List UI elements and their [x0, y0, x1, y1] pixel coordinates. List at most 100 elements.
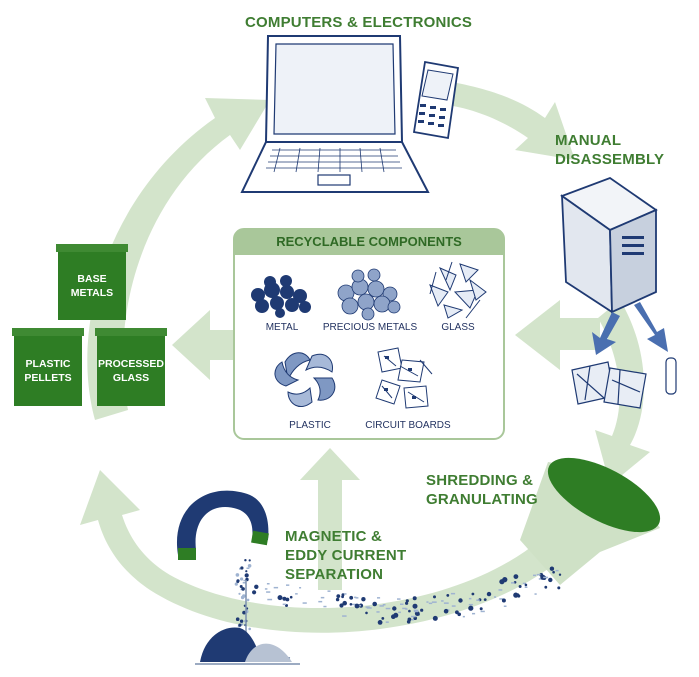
falling-particle: [238, 623, 242, 627]
stream-particle: [555, 569, 559, 572]
stream-particle: [320, 596, 325, 599]
stream-particle: [513, 592, 519, 598]
falling-particle: [241, 587, 245, 591]
falling-particle: [244, 559, 247, 562]
stream-particle: [486, 591, 492, 597]
stream-particle: [479, 607, 483, 611]
stream-particle: [443, 602, 449, 604]
component-label-glass: GLASS: [441, 322, 475, 333]
stream-particle: [441, 600, 444, 602]
stream-particle: [282, 596, 287, 601]
base-metals-box: [56, 244, 128, 320]
output-plastic-pellets-label-line1: PLASTIC: [25, 358, 71, 370]
stream-particle: [344, 593, 347, 595]
stream-particle: [289, 595, 293, 599]
stream-particle: [522, 582, 526, 585]
falling-particle: [242, 610, 247, 615]
stream-particle: [323, 605, 327, 608]
stream-particle: [426, 601, 429, 603]
circuit-boards-icon: [375, 347, 433, 409]
stream-particle: [282, 603, 287, 606]
output-base-metals-label-line2: METALS: [70, 287, 114, 299]
falling-particle: [248, 559, 251, 562]
stream-particle: [397, 598, 401, 600]
stream-particle: [354, 603, 360, 609]
stream-particle: [518, 585, 522, 588]
stream-particle: [480, 610, 485, 613]
disassembly-output-arrows: [592, 302, 668, 355]
stream-particle: [318, 600, 323, 603]
stream-particle: [267, 598, 273, 601]
component-label-circuit-boards: CIRCUIT BOARDS: [365, 420, 451, 431]
components-panel: [233, 228, 505, 440]
stream-particle: [391, 614, 396, 619]
stream-particle: [428, 602, 433, 605]
stream-particle: [385, 621, 389, 623]
stream-particle: [552, 570, 555, 574]
stream-particle: [432, 615, 438, 621]
stage-separation-label-line1: MAGNETIC &: [285, 528, 382, 545]
stage-shredding-label-line1: SHREDDING &: [426, 472, 534, 489]
stream-particle: [524, 583, 528, 587]
stream-particle: [365, 611, 368, 615]
stream-particle: [502, 577, 508, 583]
arrow-top-right: [440, 80, 575, 160]
stream-particle: [468, 597, 472, 600]
computer-tower-icon: [560, 176, 658, 314]
falling-particle: [234, 582, 238, 586]
stream-particle: [335, 597, 340, 602]
stream-particle: [501, 598, 506, 603]
stream-particle: [400, 603, 404, 605]
stream-particle: [327, 590, 331, 592]
falling-particle: [235, 617, 240, 621]
stream-particle: [511, 582, 515, 584]
stream-particle: [543, 576, 549, 579]
glass-icon: [429, 261, 487, 319]
stream-particle: [455, 610, 459, 615]
stream-particle: [365, 606, 370, 608]
stream-particle: [558, 573, 562, 576]
falling-particle: [238, 592, 241, 595]
stream-particle: [246, 567, 250, 569]
stream-particle: [468, 605, 474, 611]
stream-particle: [443, 608, 449, 614]
stream-particle: [468, 603, 473, 606]
stream-particle: [339, 603, 344, 608]
stream-particle: [285, 597, 290, 602]
stream-particle: [431, 601, 437, 603]
stream-particle: [349, 595, 354, 600]
stream-particle: [450, 592, 456, 595]
stream-particle: [483, 598, 487, 601]
cellphone-icon: [412, 60, 460, 140]
arrow-into-panel: [515, 300, 600, 370]
stream-particle: [342, 615, 347, 617]
stream-particle: [385, 607, 391, 610]
component-label-metal: METAL: [265, 322, 299, 333]
falling-particle: [239, 619, 244, 623]
falling-particle: [240, 577, 244, 581]
stream-particle: [302, 602, 307, 604]
output-processed-glass-label-line2: GLASS: [112, 372, 150, 384]
stage-computers-label: COMPUTERS & ELECTRONICS: [245, 14, 473, 31]
stream-particle: [372, 601, 378, 607]
shredded-pieces: [571, 357, 677, 409]
falling-particle: [242, 594, 246, 598]
stream-particle: [458, 598, 463, 603]
arrow-up-into-panel: [300, 448, 360, 590]
output-processed-glass-label-line1: PROCESSED: [98, 358, 164, 370]
stream-particle: [243, 579, 247, 582]
particle-stream: [234, 559, 562, 631]
stream-particle: [336, 594, 341, 598]
stream-particle: [355, 597, 359, 599]
stream-particle: [548, 577, 553, 583]
stage-shredding-label-line2: GRANULATING: [426, 491, 538, 508]
stream-particle: [402, 607, 407, 610]
stream-particle: [273, 586, 279, 589]
stream-particle: [266, 583, 270, 585]
stream-particle: [499, 598, 504, 600]
components-panel-title: RECYCLABLE COMPONENTS: [234, 229, 504, 255]
stream-particle: [412, 596, 417, 601]
stream-particle: [476, 599, 480, 601]
stream-particle: [405, 608, 408, 610]
